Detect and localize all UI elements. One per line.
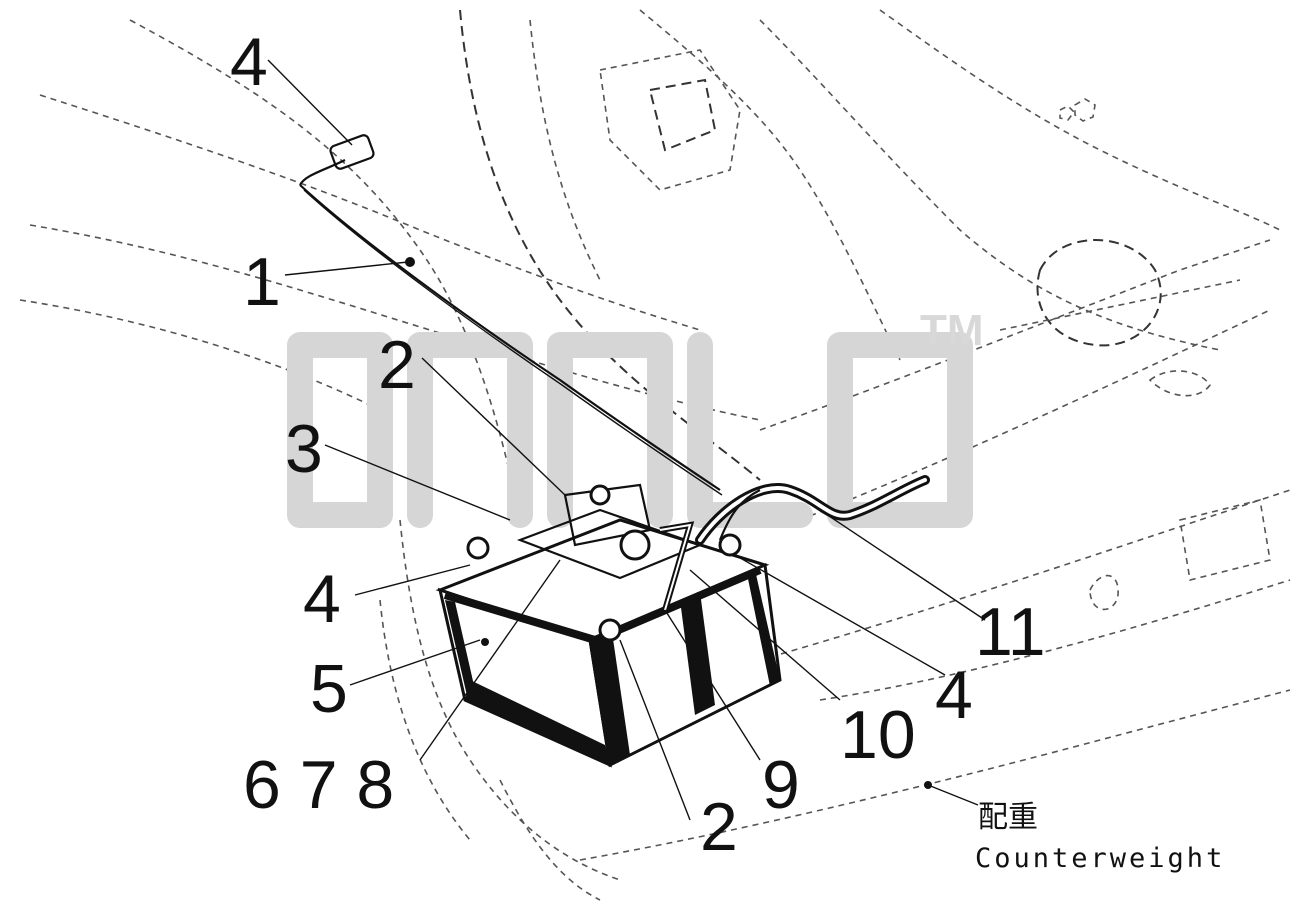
callout-11: 11 [975,594,1046,670]
cable-11 [695,475,930,545]
battery-assembly [435,483,782,768]
note-chinese: 配重 [978,800,1038,835]
callout-9: 9 [762,747,800,823]
callout-labels: 4 1 2 3 4 5 6 7 8 2 9 10 4 11 [230,24,1046,865]
callout-4-left: 4 [303,561,341,637]
callout-5: 5 [310,651,348,727]
note-english: Counterweight [975,843,1225,874]
background-frame-outline [19,9,1291,901]
callout-2-upper: 2 [378,327,416,403]
watermark-trademark: TM [920,306,984,355]
callout-3: 3 [285,411,323,487]
watermark-logo: TM [287,306,984,528]
counterweight-note: 配重 Counterweight [975,800,1225,874]
callout-10: 10 [840,697,916,773]
cable-1 [299,134,723,496]
callout-4-right: 4 [935,657,973,733]
callout-2-lower: 2 [700,789,738,865]
callout-4-top: 4 [230,24,268,100]
leader-lines [267,59,986,821]
callout-dot [405,257,415,267]
callout-1: 1 [243,244,281,320]
terminal-clamp [329,134,375,170]
callout-6-7-8: 6 7 8 [243,747,394,823]
